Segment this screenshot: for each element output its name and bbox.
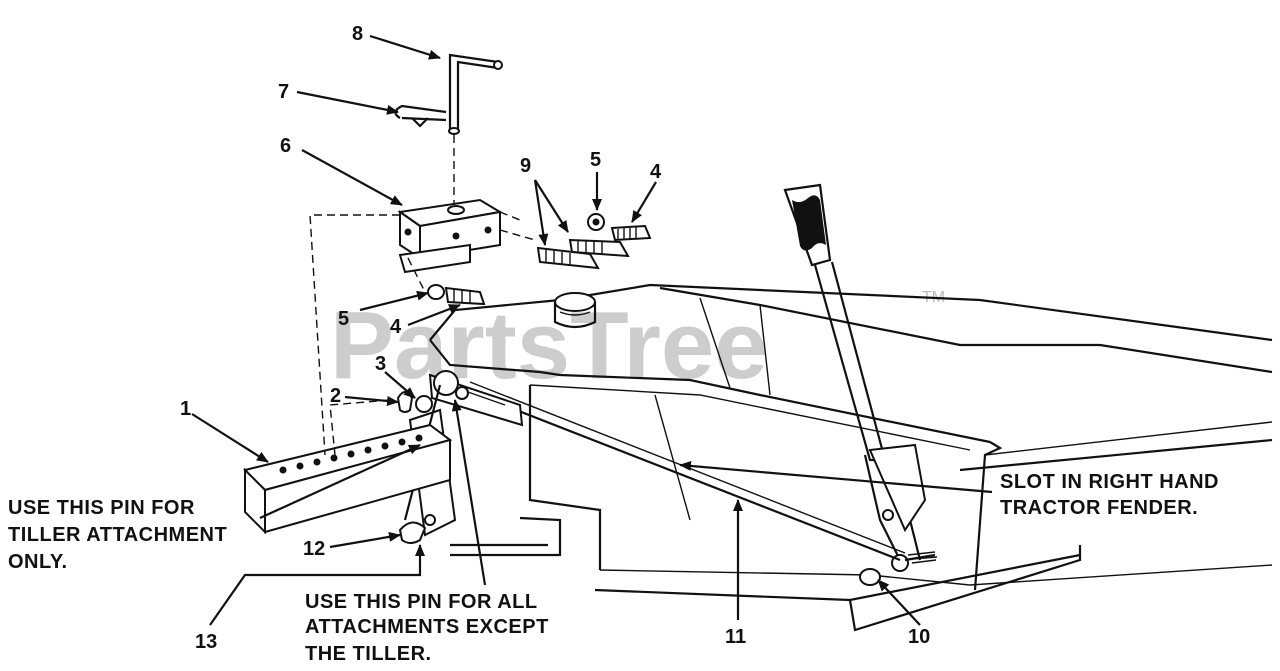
hairpin-lower — [398, 521, 427, 544]
callout-3: 3 — [375, 353, 386, 375]
note-tiller-only-line-3: ONLY. — [8, 551, 68, 573]
callout-8: 8 — [352, 23, 363, 45]
callout-4-top: 4 — [650, 161, 662, 183]
hairpin-clip — [394, 104, 447, 128]
callout-11: 11 — [725, 626, 746, 648]
hitch-bar — [243, 423, 453, 535]
callout-7: 7 — [278, 81, 289, 103]
assembly-lines — [309, 135, 536, 456]
callout-leaders — [191, 34, 993, 626]
callout-9: 9 — [520, 155, 531, 177]
callout-13: 13 — [195, 631, 217, 653]
bolt-set-right — [536, 213, 652, 270]
callout-5-mid: 5 — [338, 308, 349, 330]
callout-4-mid: 4 — [390, 316, 402, 338]
tractor-body — [429, 283, 1273, 632]
note-fender-slot-line-1: SLOT IN RIGHT HAND — [1000, 471, 1219, 493]
bracket-assembly — [397, 198, 503, 274]
callout-numbers: 8 7 6 9 5 4 5 4 3 2 1 12 13 11 10 — [180, 23, 930, 653]
note-all-except-line-2: ATTACHMENTS EXCEPT — [305, 616, 549, 638]
callout-10: 10 — [908, 626, 930, 648]
note-fender-slot-line-2: TRACTOR FENDER. — [1000, 497, 1198, 519]
bolt-set-left — [427, 284, 486, 306]
callout-12: 12 — [303, 538, 325, 560]
callout-5-top: 5 — [590, 149, 601, 171]
note-all-except-line-1: USE THIS PIN FOR ALL — [305, 591, 538, 613]
note-tiller-only-line-1: USE THIS PIN FOR — [8, 497, 195, 519]
note-tiller-only: USE THIS PIN FOR TILLER ATTACHMENT ONLY. — [8, 497, 227, 573]
lock-pin — [448, 53, 503, 135]
lift-rod-edge — [469, 381, 906, 554]
callout-1: 1 — [180, 398, 191, 420]
callout-2: 2 — [330, 385, 341, 407]
lift-rod — [459, 386, 901, 562]
callout-6: 6 — [280, 135, 291, 157]
note-tiller-only-line-2: TILLER ATTACHMENT — [8, 524, 227, 546]
note-all-except-line-3: THE TILLER. — [305, 643, 432, 665]
lift-lever — [783, 183, 938, 586]
note-fender-slot: SLOT IN RIGHT HAND TRACTOR FENDER. — [1000, 471, 1219, 519]
note-all-except-tiller: USE THIS PIN FOR ALL ATTACHMENTS EXCEPT … — [305, 591, 549, 665]
